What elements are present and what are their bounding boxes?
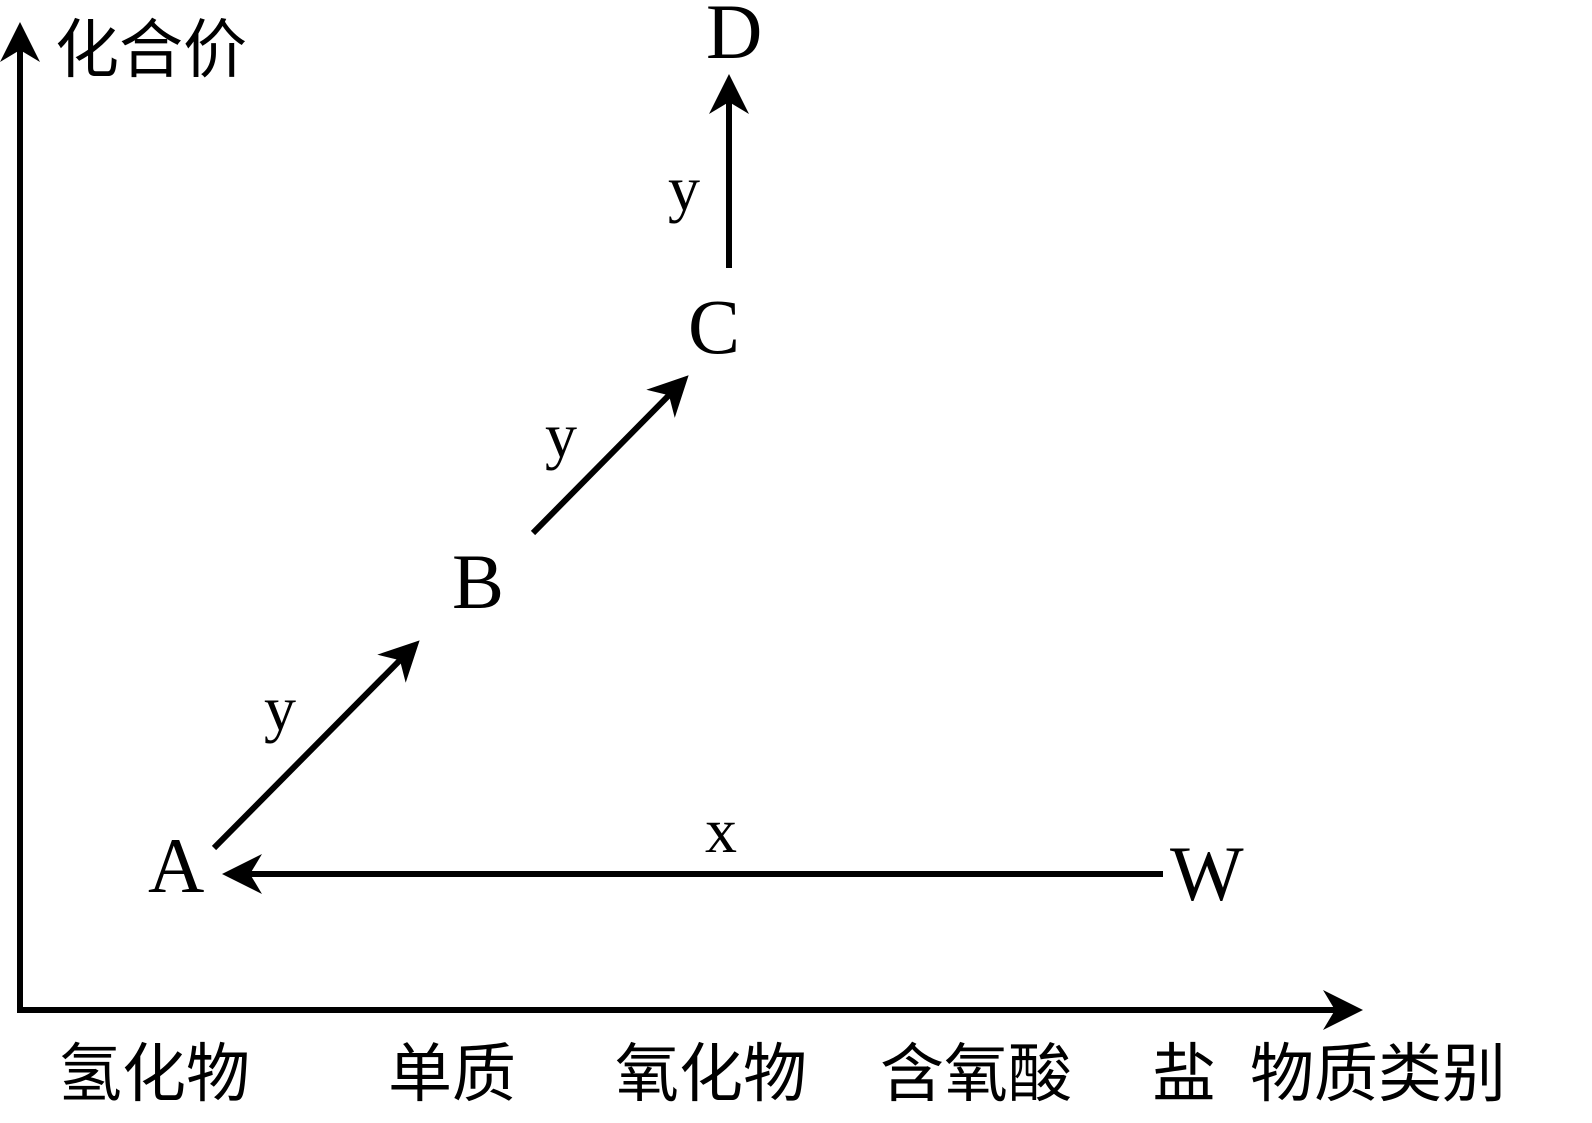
arrow-label-c-d: y [668,153,700,224]
category-hydride: 氢化物 [58,1038,250,1112]
category-salt: 盐 [1152,1038,1216,1112]
node-w: W [1170,830,1244,917]
category-element: 单质 [388,1038,516,1112]
arrow-label-w-a: x [705,795,737,866]
arrow-label-b-c: y [545,400,577,471]
arrow-a-to-b [211,640,420,851]
y-axis-label: 化合价 [55,14,247,88]
category-oxide: 氧化物 [615,1038,807,1112]
node-d: D [706,0,762,75]
arrow-b-to-c [530,375,689,536]
node-a: A [148,822,204,909]
x-axis-label: 物质类别 [1250,1038,1506,1112]
node-c: C [688,283,740,370]
node-b: B [452,538,504,625]
category-oxyacid: 含氧酸 [880,1038,1072,1112]
arrow-label-a-b: y [264,673,296,744]
